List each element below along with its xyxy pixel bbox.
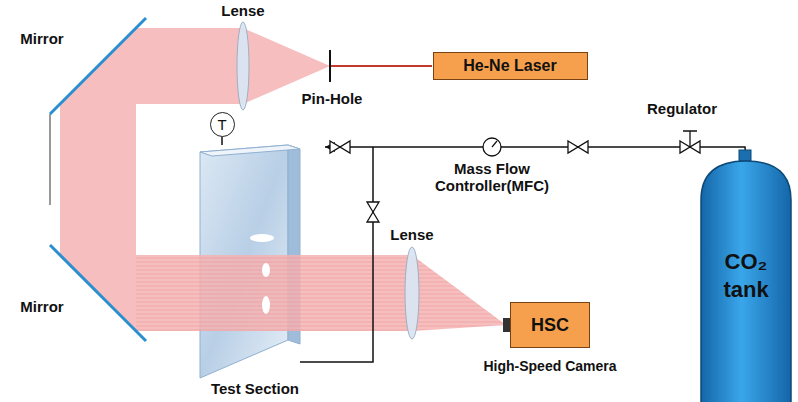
laser-box: He-Ne Laser [433,52,588,80]
beam-stripes [136,255,412,331]
node-label: HSC [531,315,569,336]
flow-meter-symbol [483,138,501,156]
bubble [262,296,270,314]
bubble [262,263,270,277]
part-label: Pin-Hole [302,90,363,107]
valve-symbol [330,141,350,153]
laser-beam [60,28,412,331]
tank-body [701,161,791,402]
regulator-stem [689,131,690,147]
bypass-pipe [300,147,373,362]
node-caption: High-Speed Camera [470,358,630,374]
mirror [50,18,146,114]
lens [237,22,249,110]
pin-hole [329,50,331,82]
thermometer-symbol: T [210,112,235,137]
valve-symbol [367,202,379,222]
part-label: Mirror [20,30,63,47]
part-label: Regulator [647,100,717,117]
lens [405,247,419,339]
pipe-line [221,137,223,146]
mount-line [50,114,51,205]
part-label: Lense [221,2,264,19]
bubble [250,234,274,242]
laser-ray [330,65,432,67]
converging-stripes [412,255,506,331]
camera-lens [503,318,510,332]
regulator-handle [683,130,697,132]
node-label: Test Section [211,380,299,397]
mirror [50,245,146,341]
converging-beam [412,255,506,331]
camera-box: HSC High-Speed Camera [470,302,630,374]
node-label: T [217,116,226,133]
flow-meter-needle [492,141,497,147]
tank-neck [739,150,751,161]
camera-body: HSC [510,302,590,348]
test-section: Test Section [185,145,325,400]
part-label: Lense [390,226,433,243]
node-label: CO₂ tank [714,160,778,303]
part-label: Mass Flow Controller(MFC) [417,160,567,195]
test-section-top [200,145,300,156]
valve-symbol [568,141,588,153]
node-label: He-Ne Laser [463,57,556,75]
part-label: Mirror [20,298,63,315]
gas-tank: CO₂ tank [700,160,792,402]
